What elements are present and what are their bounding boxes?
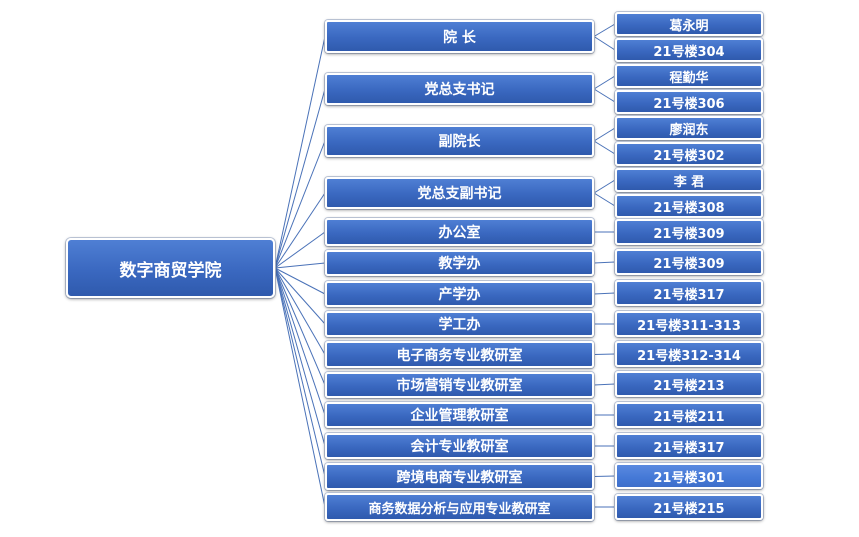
unit-to-detail-line	[593, 353, 616, 355]
unit-node: 办公室	[325, 218, 594, 246]
room-node: 21号楼311-313	[615, 311, 763, 337]
room-node: 21号楼317	[615, 280, 763, 306]
room-node: 21号楼213	[615, 371, 763, 397]
unit-to-detail-line	[593, 179, 616, 194]
unit-to-detail-line	[593, 127, 616, 142]
root-to-unit-line	[274, 267, 326, 386]
root-node: 数字商贸学院	[66, 238, 275, 298]
person-node: 廖润东	[615, 116, 763, 140]
unit-node: 产学办	[325, 281, 594, 307]
room-node: 21号楼302	[615, 142, 763, 166]
unit-node: 教学办	[325, 250, 594, 276]
root-to-unit-line	[274, 88, 326, 269]
unit-node: 院 长	[325, 20, 594, 53]
root-to-unit-line	[274, 231, 326, 269]
root-to-unit-line	[274, 267, 326, 416]
room-node: 21号楼312-314	[615, 341, 763, 367]
unit-node: 企业管理教研室	[325, 402, 594, 428]
unit-to-detail-line	[593, 475, 616, 477]
person-node: 程勤华	[615, 64, 763, 88]
unit-to-detail-line	[593, 23, 616, 37]
root-to-unit-line	[274, 192, 326, 269]
unit-node: 会计专业教研室	[325, 433, 594, 459]
unit-node: 电子商务专业教研室	[325, 341, 594, 368]
unit-node: 市场营销专业教研室	[325, 372, 594, 398]
root-to-unit-line	[274, 267, 326, 355]
unit-node: 跨境电商专业教研室	[325, 463, 594, 490]
unit-node: 党总支书记	[325, 73, 594, 105]
root-to-unit-line	[274, 267, 326, 508]
unit-to-detail-line	[593, 192, 616, 207]
unit-to-detail-line	[593, 75, 616, 90]
room-node: 21号楼308	[615, 194, 763, 218]
unit-node: 商务数据分析与应用专业教研室	[325, 493, 594, 521]
person-node: 李 君	[615, 168, 763, 192]
root-to-unit-line	[274, 267, 326, 447]
room-node: 21号楼309	[615, 219, 763, 245]
unit-to-detail-line	[593, 261, 616, 264]
room-node: 21号楼215	[615, 494, 763, 520]
unit-node: 党总支副书记	[325, 177, 594, 209]
room-node: 21号楼317	[615, 433, 763, 459]
unit-to-detail-line	[593, 36, 616, 51]
root-to-unit-line	[274, 267, 326, 325]
unit-to-detail-line	[593, 88, 616, 103]
root-to-unit-line	[274, 140, 326, 269]
room-node: 21号楼211	[615, 402, 763, 428]
room-node: 21号楼304	[615, 38, 763, 62]
unit-node: 副院长	[325, 125, 594, 157]
room-node: 21号楼309	[615, 249, 763, 275]
room-node: 21号楼301	[615, 463, 763, 489]
root-to-unit-line	[274, 267, 326, 477]
root-to-unit-line	[274, 262, 326, 269]
root-to-unit-line	[274, 267, 326, 295]
unit-to-detail-line	[593, 383, 616, 386]
unit-to-detail-line	[593, 140, 616, 155]
root-to-unit-line	[274, 36, 326, 269]
person-node: 葛永明	[615, 12, 763, 36]
room-node: 21号楼306	[615, 90, 763, 114]
unit-node: 学工办	[325, 311, 594, 337]
unit-to-detail-line	[593, 292, 616, 295]
